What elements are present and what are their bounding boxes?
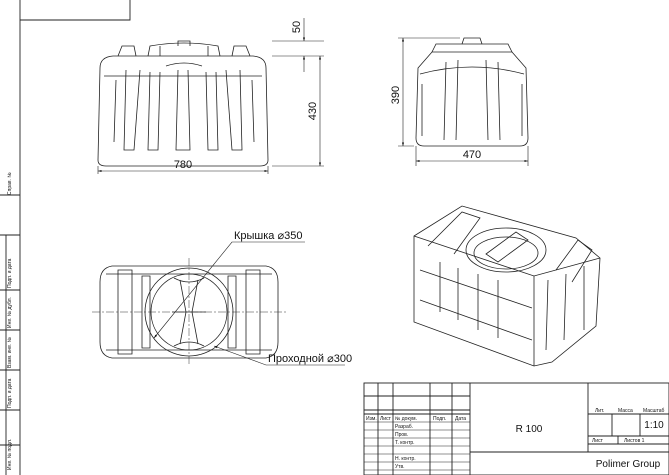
tb-role: Н. контр.: [395, 456, 416, 462]
tb-header-izm: Изм.: [366, 416, 377, 422]
stamp-label: Инв. № подл.: [7, 439, 13, 470]
tb-role: Разраб.: [395, 424, 413, 430]
side-width-dimension: 470: [463, 149, 481, 161]
tb-scale-value: 1:10: [644, 420, 664, 431]
isometric-view: [413, 205, 601, 367]
tb-header-docno: № докум.: [395, 416, 417, 422]
stamp-label: Справ. №: [7, 172, 13, 195]
stamp-label: Подп. и дата: [7, 258, 13, 288]
tb-role: Т. контр.: [395, 440, 415, 446]
stamp-label: Взам. инв. №: [7, 337, 13, 368]
side-view: [415, 37, 529, 147]
title-block: [363, 382, 669, 475]
side-stamp: Справ. № Подп. и дата Инв. № дубл. Взам.…: [7, 172, 13, 470]
tb-header-sign: Подп.: [433, 416, 446, 422]
lid-height-dimension: 50: [291, 21, 303, 33]
tb-company: Polimer Group: [596, 459, 661, 470]
front-dimensions: [97, 18, 324, 174]
side-dimensions: [398, 37, 529, 166]
front-height-dimension: 430: [307, 102, 319, 120]
passage-callout: Проходной ⌀300: [268, 353, 352, 365]
stamp-label: Подп. и дата: [7, 378, 13, 408]
sheet-frame: [0, 0, 131, 475]
tb-role: Пров.: [395, 432, 408, 438]
tb-lit-label: Лит.: [595, 408, 604, 414]
tb-scale-label: Масштаб: [643, 408, 665, 414]
front-width-dimension: 780: [174, 159, 192, 171]
top-leaders: [153, 241, 345, 366]
tb-role: Утв.: [395, 464, 405, 470]
front-view: [97, 40, 269, 167]
tb-sheets-label: Листов 1: [624, 438, 645, 444]
tb-header-list: Лист: [380, 416, 392, 422]
tb-designation: R 100: [516, 424, 543, 435]
tb-sheet-label: Лист: [592, 438, 604, 444]
tb-mass-label: Масса: [618, 408, 633, 414]
stamp-label: Инв. № дубл.: [7, 297, 13, 328]
top-centerlines: [92, 258, 286, 366]
side-height-dimension: 390: [390, 86, 402, 104]
lid-callout: Крышка ⌀350: [234, 230, 302, 242]
tb-header-date: Дата: [455, 416, 466, 422]
